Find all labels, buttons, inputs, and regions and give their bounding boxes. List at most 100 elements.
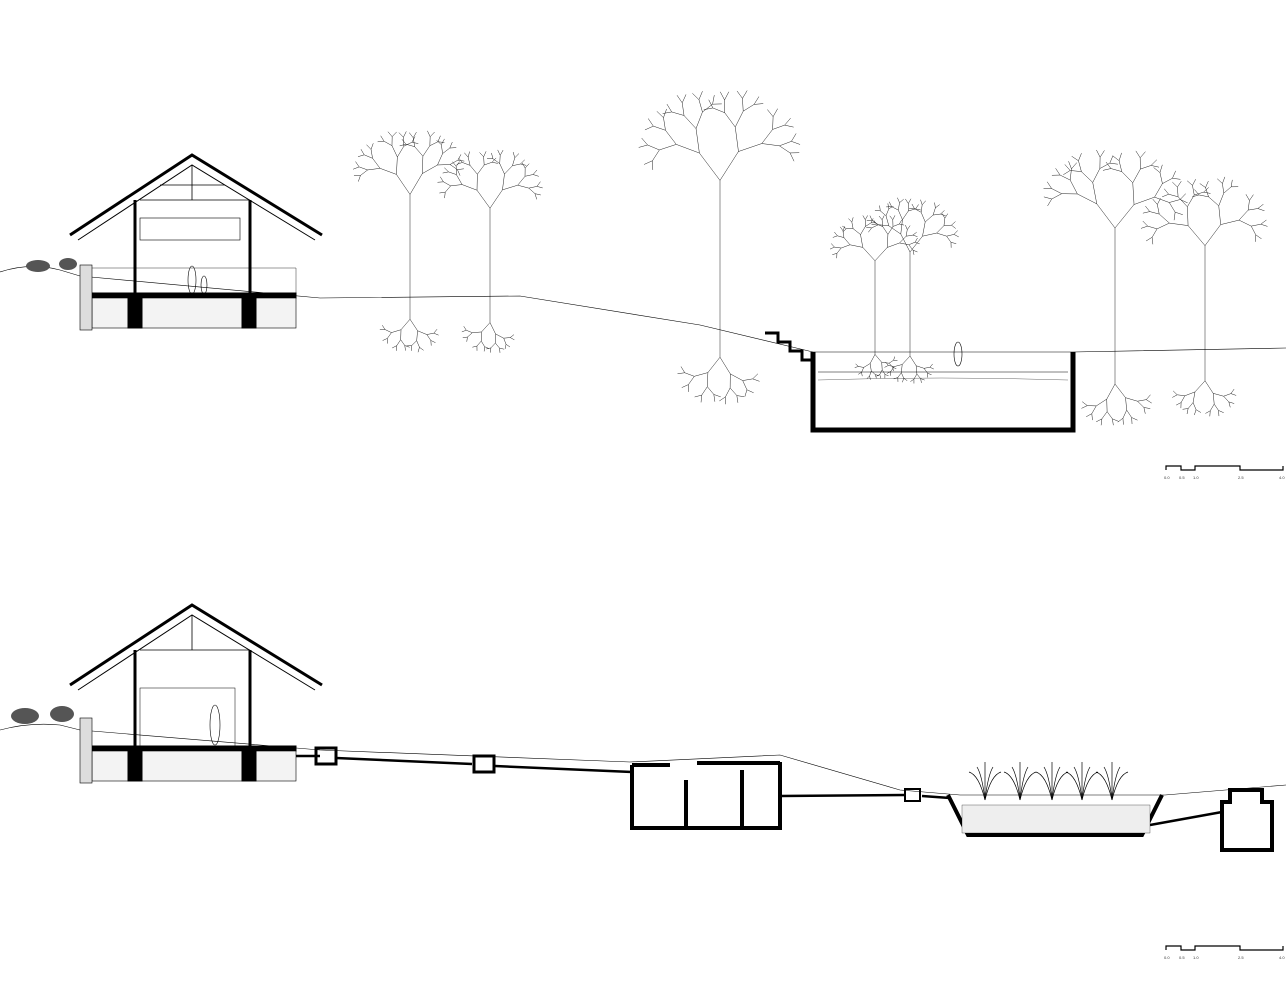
reed xyxy=(1111,771,1129,801)
branch xyxy=(902,210,909,220)
branch xyxy=(861,372,863,377)
branch xyxy=(380,135,385,142)
branch xyxy=(638,144,648,148)
branch xyxy=(1223,186,1232,194)
branch xyxy=(653,125,666,131)
branch xyxy=(888,360,894,364)
branch xyxy=(444,167,449,173)
branch xyxy=(742,378,753,381)
branch xyxy=(382,338,388,341)
branch xyxy=(713,394,716,402)
reed xyxy=(1043,766,1053,801)
branch xyxy=(842,230,845,238)
branch xyxy=(532,169,538,175)
branch xyxy=(683,115,697,129)
branch xyxy=(405,143,415,147)
branch xyxy=(1205,187,1209,197)
branch xyxy=(492,158,500,164)
branch xyxy=(1172,178,1181,180)
branch xyxy=(449,141,453,149)
branch xyxy=(1059,174,1071,181)
branch xyxy=(512,151,516,158)
branch xyxy=(1250,225,1256,235)
branch xyxy=(1162,178,1173,184)
branch xyxy=(391,145,398,158)
branch xyxy=(467,151,470,158)
branch xyxy=(753,96,760,105)
branch xyxy=(1187,194,1195,207)
branch xyxy=(871,224,879,229)
svg-text:4.0: 4.0 xyxy=(1279,475,1285,480)
branch xyxy=(695,128,700,154)
branch xyxy=(1149,211,1160,215)
branch xyxy=(1205,410,1211,414)
branch xyxy=(878,215,883,220)
branch xyxy=(724,112,736,128)
reed xyxy=(1103,766,1113,801)
branch xyxy=(702,103,713,113)
branch xyxy=(422,164,438,174)
branch xyxy=(469,165,478,175)
branch xyxy=(1204,380,1214,394)
branch xyxy=(382,325,386,330)
branch xyxy=(879,205,881,211)
branch xyxy=(364,154,373,159)
branch xyxy=(1142,220,1148,227)
ground-line-bottom xyxy=(0,723,1286,796)
branch xyxy=(916,373,921,379)
branch xyxy=(400,339,405,346)
reed xyxy=(1073,766,1083,801)
branch xyxy=(483,151,487,157)
branch xyxy=(1125,397,1138,402)
branch xyxy=(397,146,405,158)
branch xyxy=(1192,391,1196,403)
pavilion-bottom xyxy=(11,603,323,784)
branch xyxy=(1172,390,1178,395)
branch xyxy=(1046,181,1052,189)
branch xyxy=(1096,203,1116,229)
branch xyxy=(1204,224,1221,246)
branch xyxy=(429,141,439,146)
branch xyxy=(392,345,397,349)
branch xyxy=(830,243,835,248)
branch xyxy=(908,208,916,212)
branch xyxy=(457,154,462,161)
branch xyxy=(524,163,530,169)
branch xyxy=(510,337,515,341)
branch xyxy=(372,158,381,169)
branch xyxy=(837,235,844,238)
branch xyxy=(1139,151,1146,158)
branch xyxy=(888,365,895,367)
branch xyxy=(461,184,478,191)
branch xyxy=(1143,407,1146,414)
branch xyxy=(920,212,926,223)
branch xyxy=(905,224,908,230)
branch xyxy=(1150,159,1158,166)
branch xyxy=(892,215,896,220)
collection-tank xyxy=(1220,788,1274,852)
branch xyxy=(512,163,521,166)
branch xyxy=(842,228,847,233)
branch xyxy=(936,225,945,234)
branch xyxy=(1152,198,1158,205)
branch xyxy=(1118,152,1122,161)
branch xyxy=(409,173,423,195)
svg-text:0.0: 0.0 xyxy=(1164,475,1170,480)
branch xyxy=(411,142,419,144)
branch xyxy=(848,218,853,223)
branch xyxy=(396,339,401,346)
branch xyxy=(1184,391,1196,396)
branch xyxy=(512,157,516,166)
branch xyxy=(1238,209,1249,221)
branch xyxy=(503,338,507,345)
branch xyxy=(865,222,872,227)
branch xyxy=(1077,193,1097,205)
scale-labels-top: 0.0 0.5 1.0 2.5 4.0 xyxy=(1164,475,1285,480)
branch xyxy=(736,395,739,403)
branch xyxy=(1078,153,1082,161)
branch xyxy=(1164,188,1169,195)
branch xyxy=(742,380,748,390)
branch xyxy=(358,175,361,182)
branch xyxy=(502,173,505,190)
branch xyxy=(456,174,463,185)
